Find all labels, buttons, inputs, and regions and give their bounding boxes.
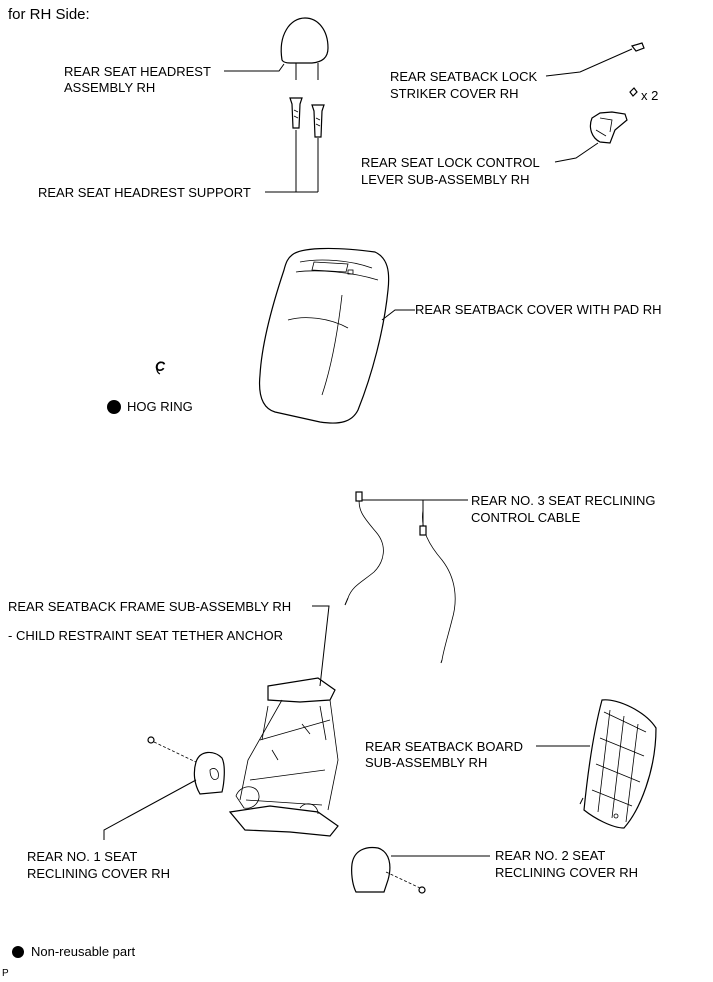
label-headrest-line1: REAR SEAT HEADREST xyxy=(64,64,211,79)
corner-code: P xyxy=(2,968,9,979)
diagram-title: for RH Side: xyxy=(8,6,90,23)
legend-non-reusable-text: Non-reusable part xyxy=(31,944,136,959)
label-cover1-line2: RECLINING COVER RH xyxy=(27,866,171,881)
label-hog-ring: HOG RING xyxy=(127,399,193,414)
headrest-support-drawing xyxy=(289,97,325,138)
label-cover1-line1: REAR NO. 1 SEAT xyxy=(27,849,138,864)
label-cover2-line1: REAR NO. 2 SEAT xyxy=(495,848,606,863)
label-headrest-support: REAR SEAT HEADREST SUPPORT xyxy=(38,185,251,200)
label-lock-lever-line1: REAR SEAT LOCK CONTROL xyxy=(361,155,540,170)
label-lock-lever-line2: LEVER SUB-ASSEMBLY RH xyxy=(361,172,530,187)
seatback-board-drawing xyxy=(536,699,657,829)
seatback-cover-drawing xyxy=(258,247,415,424)
label-striker-line2: STRIKER COVER RH xyxy=(390,86,519,101)
label-cable-line1: REAR NO. 3 SEAT RECLINING xyxy=(471,493,656,508)
headrest-leader xyxy=(224,63,285,72)
label-board-line1: REAR SEATBACK BOARD xyxy=(365,739,523,754)
legend-non-reusable-icon xyxy=(12,946,24,958)
lock-lever-drawing xyxy=(554,87,638,163)
hog-ring-symbol: C xyxy=(155,358,166,374)
label-tether-anchor: - CHILD RESTRAINT SEAT TETHER ANCHOR xyxy=(8,628,283,643)
hog-ring-drawing xyxy=(156,361,162,375)
label-quantity: x 2 xyxy=(641,88,659,103)
support-leader-a xyxy=(265,130,297,193)
label-cable-line2: CONTROL CABLE xyxy=(471,510,581,525)
reclining-cover-1-drawing xyxy=(103,736,225,840)
headrest-drawing xyxy=(280,17,329,80)
non-reusable-marker xyxy=(107,400,121,414)
reclining-cable-drawing xyxy=(344,491,468,664)
label-board-line2: SUB-ASSEMBLY RH xyxy=(365,755,488,770)
reclining-cover-2-drawing xyxy=(351,846,490,894)
label-cover2-line2: RECLINING COVER RH xyxy=(495,865,639,880)
label-seatback-cover: REAR SEATBACK COVER WITH PAD RH xyxy=(415,302,662,317)
striker-cover-drawing xyxy=(545,42,645,77)
seatback-frame-drawing xyxy=(228,605,339,837)
label-headrest-line2: ASSEMBLY RH xyxy=(64,80,156,95)
label-striker-line1: REAR SEATBACK LOCK xyxy=(390,69,538,84)
label-seatback-frame: REAR SEATBACK FRAME SUB-ASSEMBLY RH xyxy=(8,599,292,614)
